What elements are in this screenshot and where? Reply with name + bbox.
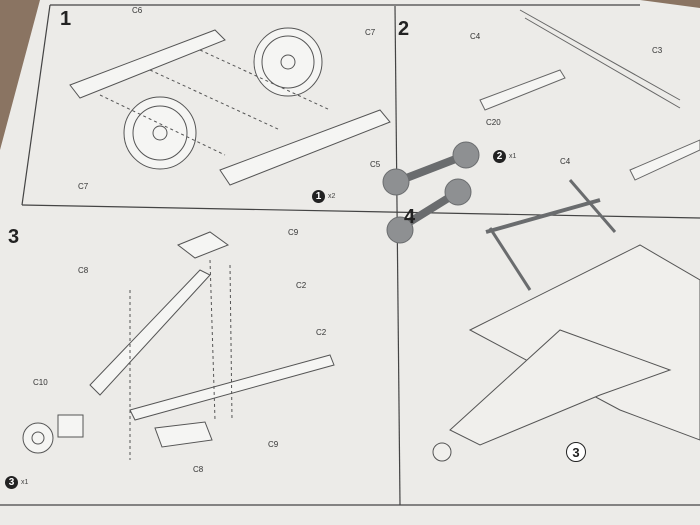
part-label-c20: C20	[486, 118, 501, 127]
part-label-c3: C3	[652, 46, 663, 55]
badge-number: 3	[5, 476, 18, 489]
part-label-c2: C2	[296, 281, 307, 290]
panel-borders	[0, 4, 700, 506]
quantity: x1	[21, 479, 29, 486]
step3-diagram	[22, 231, 335, 460]
part-label-c7: C7	[78, 182, 89, 191]
part-label-c9: C9	[268, 440, 279, 449]
part-label-c4: C4	[470, 32, 481, 41]
part-label-c4: C4	[560, 157, 571, 166]
step-1-number: 1	[60, 8, 72, 30]
step2-diagram	[479, 9, 700, 181]
plastic-wheel-parts	[382, 141, 617, 291]
part-label-c2: C2	[316, 328, 327, 337]
part-label-c7: C7	[365, 28, 376, 37]
part-label-c5: C5	[370, 160, 381, 169]
part-label-c6: C6	[132, 6, 143, 15]
part-label-c10: C10	[33, 378, 48, 387]
badge-number: 1	[312, 190, 325, 203]
step1-diagram	[69, 27, 391, 186]
part-label-c8: C8	[78, 266, 89, 275]
step-3-number: 3	[8, 226, 20, 248]
quantity: x1	[509, 153, 517, 160]
badge-number: 3	[566, 442, 586, 462]
part-label-c9: C9	[288, 228, 299, 237]
badge-number: 2	[493, 150, 506, 163]
step-4-subassembly-badge: 3	[566, 442, 586, 462]
step-2-number: 2	[398, 18, 410, 40]
step-4-number: 4	[404, 206, 416, 228]
part-label-c8: C8	[193, 465, 204, 474]
step4-diagram	[432, 244, 700, 462]
quantity: x2	[328, 193, 336, 200]
